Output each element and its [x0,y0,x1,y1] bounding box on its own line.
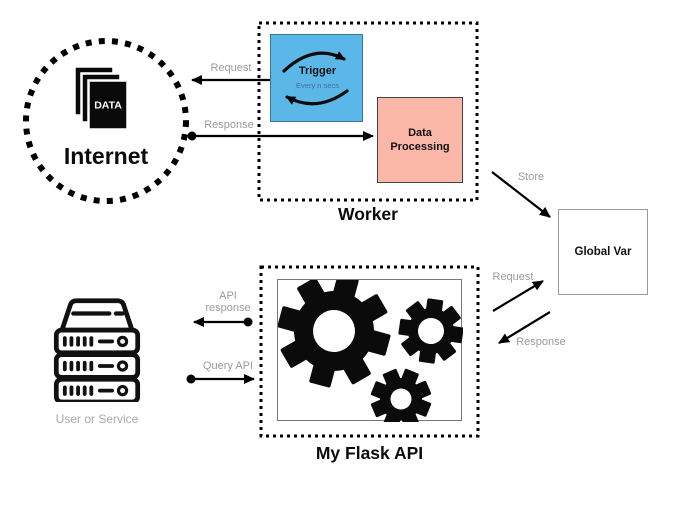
response-arrow [187,131,374,141]
global-var-label: Global Var [574,246,632,258]
flask-api-label: My Flask API [315,443,424,463]
data-doc-text: DATA [94,100,122,112]
trigger-title: Trigger [298,65,337,77]
response-bottom-label: Response [516,336,566,348]
trigger-box: Trigger Every n secs [270,34,363,122]
worker-label: Worker [338,204,398,224]
api-response-arrow [193,317,253,327]
request-bottom-label: Request [492,271,534,283]
store-label: Store [517,171,545,183]
global-var-box: Global Var [558,209,648,295]
gears-panel [277,279,463,422]
response-top-label: Response [204,119,254,131]
gears-icon [278,280,463,422]
user-service-label: User or Service [55,412,139,426]
trigger-subtitle: Every n secs [296,81,339,90]
query-api-arrow [186,374,255,384]
gear-small-icon [370,368,432,422]
data-processing-box: Data Processing [377,97,463,183]
trigger-cycle-icon [282,51,349,106]
data-documents-icon: DATA [73,65,129,131]
gear-medium-icon [398,298,463,364]
internet-label: Internet [63,143,149,169]
query-api-label: Query API [202,360,254,372]
request-bottom-arrow [492,280,544,312]
flask-api-box [259,265,480,438]
server-icon [53,298,141,402]
response-bottom-arrow [498,311,551,344]
gear-large-icon [278,280,391,388]
worker-box [257,21,479,202]
store-arrow [491,171,551,218]
internet-circle [23,38,189,204]
request-top-label: Request [210,62,252,74]
data-processing-label: Data Processing [390,127,450,153]
api-response-label: API response [205,290,251,314]
